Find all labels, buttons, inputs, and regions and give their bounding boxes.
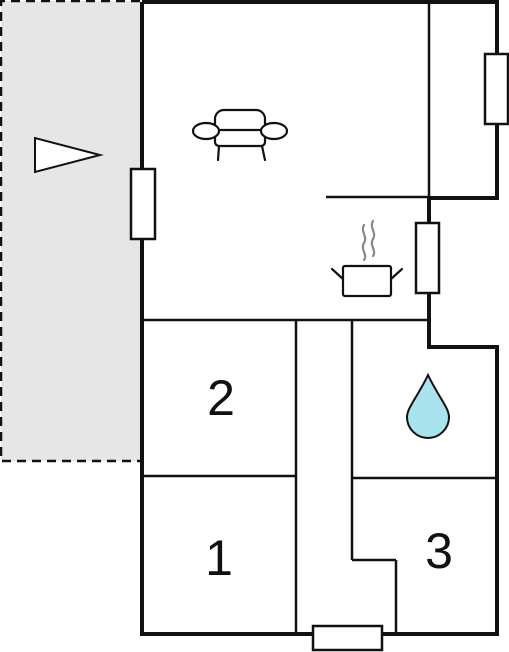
room-label-3: 3: [425, 523, 453, 579]
windows: [129, 52, 509, 652]
room-label-2: 2: [207, 370, 235, 426]
arrow-right-icon: [34, 136, 104, 174]
terrace: [0, 0, 140, 463]
window-entrance: [311, 624, 384, 652]
window-terrace: [129, 167, 157, 241]
interior-walls: [142, 2, 497, 634]
sofa-icon: [191, 108, 289, 162]
water-drop-icon: [405, 372, 451, 439]
room-label-1: 1: [205, 530, 233, 586]
window-living-east: [483, 52, 509, 126]
cooking-pot-icon: [330, 219, 404, 298]
window-kitchen: [414, 221, 441, 295]
